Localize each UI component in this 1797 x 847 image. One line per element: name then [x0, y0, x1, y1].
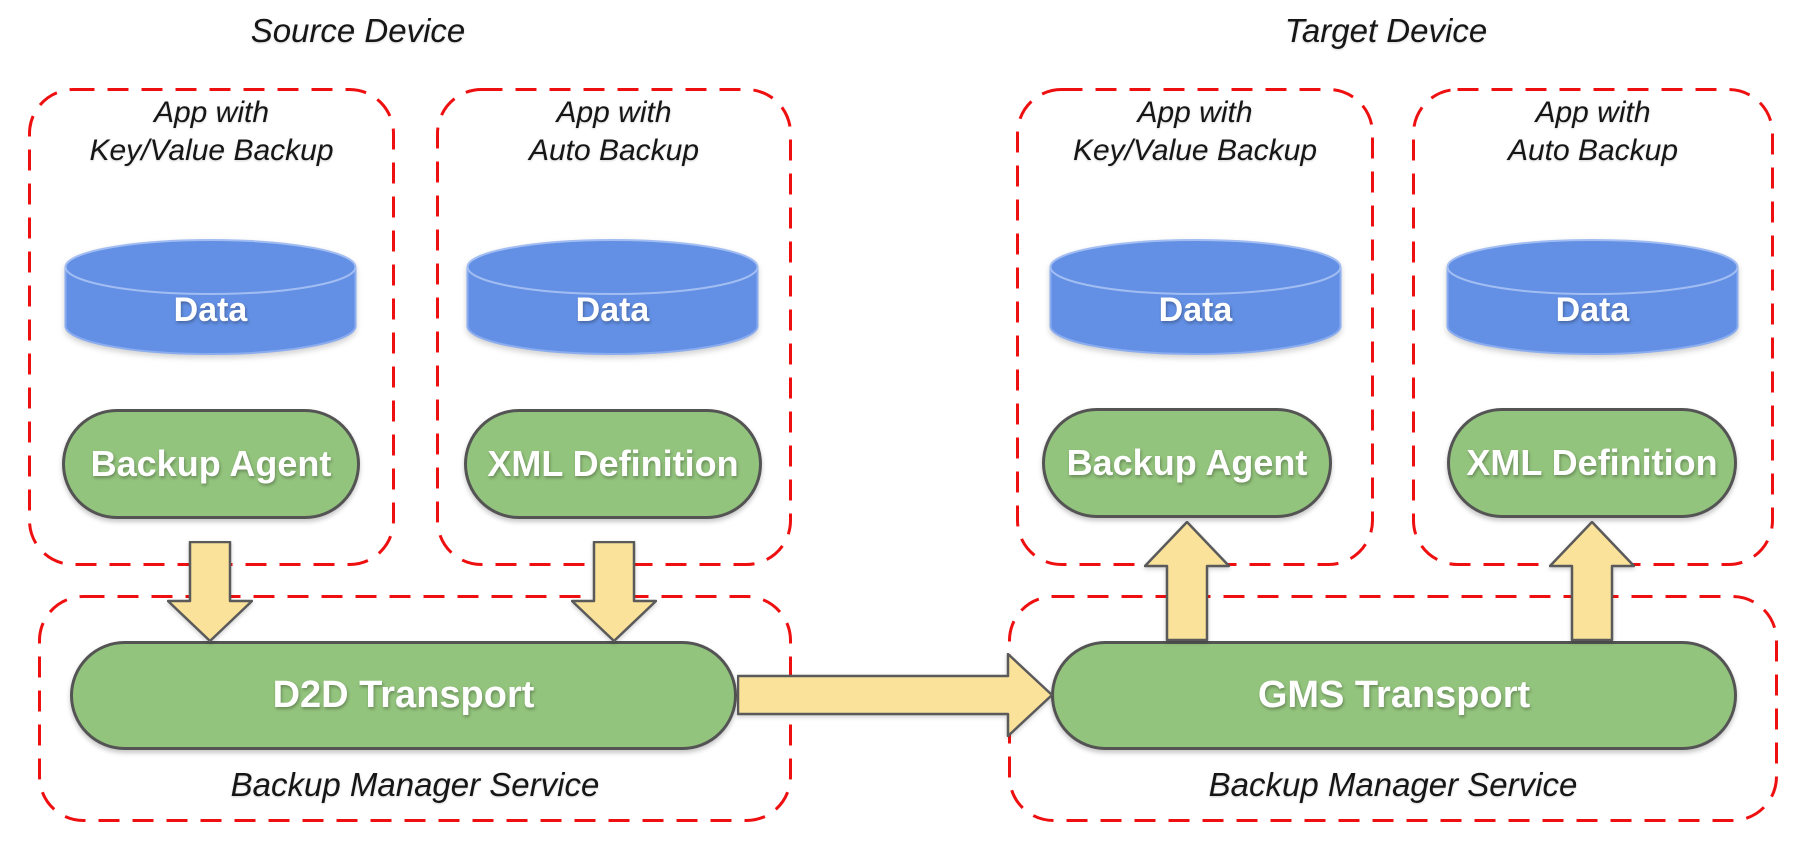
target-device-title: Target Device	[1284, 12, 1488, 49]
caption-line: App with	[556, 96, 672, 129]
source-keyvalue-data-cylinder: Data	[64, 238, 357, 356]
source-app-keyvalue-caption: App with Key/Value Backup	[28, 94, 395, 170]
target-keyvalue-data-cylinder: Data	[1049, 238, 1342, 356]
caption-line: App with	[1535, 96, 1651, 129]
source-app-keyvalue-box	[28, 88, 395, 566]
source-auto-data-cylinder: Data	[466, 238, 759, 356]
source-app-auto-caption: App with Auto Backup	[436, 94, 792, 170]
target-backup-agent-pill: Backup Agent	[1042, 408, 1332, 518]
data-label: Data	[173, 290, 248, 329]
component-label: XML Definition	[1466, 442, 1718, 483]
caption-line: Auto Backup	[528, 134, 700, 167]
caption-line: Auto Backup	[1507, 134, 1679, 167]
source-backup-manager-service-label: Backup Manager Service	[230, 766, 600, 803]
gms-transport-pill: GMS Transport	[1051, 641, 1737, 750]
down-arrow-icon	[571, 541, 657, 642]
cylinder-icon	[64, 239, 357, 355]
caption-line: Key/Value Backup	[89, 134, 334, 167]
data-label: Data	[1158, 290, 1233, 329]
component-label: Backup Agent	[90, 443, 332, 484]
data-label: Data	[1555, 290, 1630, 329]
transport-label: D2D Transport	[272, 674, 535, 716]
down-arrow-icon	[167, 541, 253, 642]
target-app-auto-caption: App with Auto Backup	[1412, 94, 1774, 170]
up-arrow-icon	[1549, 521, 1635, 641]
component-label: Backup Agent	[1066, 442, 1308, 483]
target-auto-data-cylinder: Data	[1446, 238, 1739, 356]
target-backup-manager-service-label: Backup Manager Service	[1208, 766, 1578, 803]
source-xml-definition-pill: XML Definition	[464, 409, 762, 519]
transport-label: GMS Transport	[1257, 674, 1531, 716]
up-arrow-icon	[1144, 521, 1230, 641]
caption-line: Key/Value Backup	[1072, 134, 1318, 167]
cylinder-icon	[466, 239, 759, 355]
d2d-transport-pill: D2D Transport	[70, 641, 737, 750]
caption-line: App with	[153, 96, 270, 129]
cylinder-icon	[1049, 239, 1342, 355]
source-backup-agent-pill: Backup Agent	[62, 409, 360, 519]
caption-line: App with	[1137, 96, 1253, 129]
transfer-arrow-icon	[737, 653, 1053, 737]
cylinder-icon	[1446, 239, 1739, 355]
component-label: XML Definition	[487, 443, 739, 484]
data-label: Data	[575, 290, 650, 329]
source-device-title: Source Device	[250, 12, 466, 49]
target-app-keyvalue-caption: App with Key/Value Backup	[1016, 94, 1374, 170]
target-xml-definition-pill: XML Definition	[1447, 408, 1737, 518]
